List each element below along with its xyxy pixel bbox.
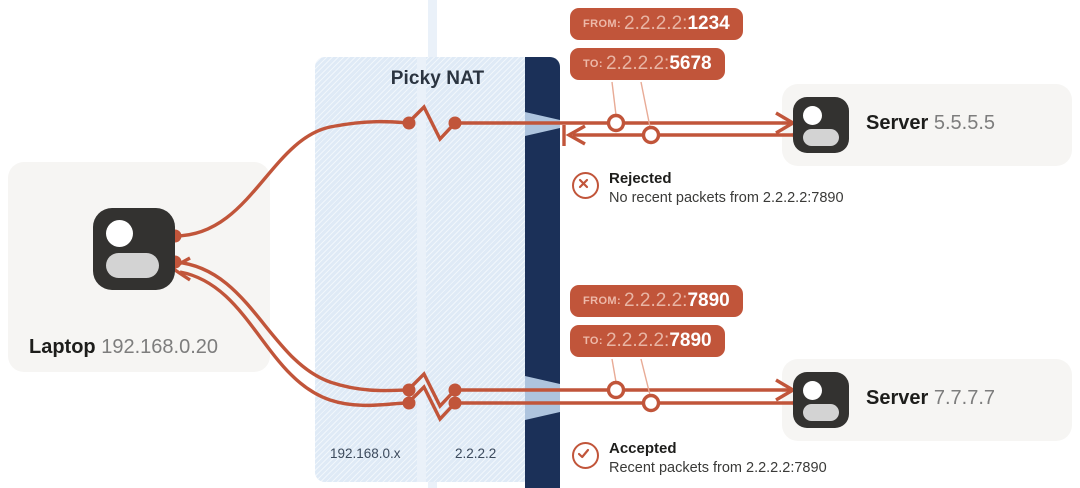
server-7777-icon-head	[803, 381, 822, 400]
server-7777-address: 7.7.7.7	[933, 387, 996, 409]
nat-outside-label: 2.2.2.2	[455, 446, 497, 461]
laptop-label: Laptop 192.168.0.20	[29, 336, 218, 359]
verdict-rejected-desc: No recent packets from 2.2.2.2:7890	[609, 190, 844, 206]
picky-nat-box	[315, 57, 560, 482]
nat-inside-label: 192.168.0.x	[330, 446, 401, 461]
packet-pill-from-7890: FROM: 2.2.2.2: 7890	[570, 285, 743, 317]
server-7777-icon-body	[803, 404, 839, 421]
packet-key: FROM:	[583, 18, 622, 30]
packet-ip: 2.2.2.2:	[624, 13, 688, 34]
x-circle-icon	[572, 172, 599, 199]
verdict-accepted-desc: Recent packets from 2.2.2.2:7890	[609, 460, 827, 476]
nat-center-guide-top	[428, 0, 437, 58]
verdict-rejected: Rejected No recent packets from 2.2.2.2:…	[572, 170, 844, 208]
packet-key: TO:	[583, 335, 603, 347]
packet-port: 5678	[669, 53, 712, 74]
server-5555-icon-head	[803, 106, 822, 125]
packet-key: FROM:	[583, 295, 622, 307]
packet-key: TO:	[583, 58, 603, 70]
verdict-rejected-title: Rejected	[609, 170, 672, 187]
server-7777-label: Server 7.7.7.7	[866, 387, 995, 410]
server-5555-label: Server 5.5.5.5	[866, 112, 995, 135]
packet-port: 7890	[669, 330, 712, 351]
packet-ip: 2.2.2.2:	[624, 290, 688, 311]
nat-zone-divider	[417, 57, 426, 482]
nat-center-guide-bottom	[428, 481, 437, 488]
server-5555-icon-body	[803, 129, 839, 146]
server-7777-name: Server	[866, 387, 929, 409]
packet-pill-from-1234: FROM: 2.2.2.2: 1234	[570, 8, 743, 40]
laptop-name: Laptop	[29, 336, 96, 358]
nat-hatch-pattern	[315, 57, 560, 482]
laptop-icon-body	[106, 253, 159, 278]
check-circle-icon	[572, 442, 599, 469]
server-5555-name: Server	[866, 112, 929, 134]
laptop-icon	[93, 208, 175, 290]
nat-firewall-wall	[525, 57, 560, 482]
verdict-accepted: Accepted Recent packets from 2.2.2.2:789…	[572, 440, 827, 478]
server-5555-address: 5.5.5.5	[933, 112, 996, 134]
packet-port: 1234	[687, 13, 730, 34]
server-5555-icon	[793, 97, 849, 153]
packet-pill-to-7890: TO: 2.2.2.2: 7890	[570, 325, 725, 357]
nat-firewall-wall-extension	[525, 466, 560, 488]
packet-ip: 2.2.2.2:	[605, 330, 670, 351]
server-7777-icon	[793, 372, 849, 428]
packet-ip: 2.2.2.2:	[605, 53, 670, 74]
nat-title: Picky NAT	[390, 68, 485, 89]
packet-port: 7890	[687, 290, 730, 311]
packet-pill-to-5678: TO: 2.2.2.2: 5678	[570, 48, 725, 80]
laptop-address: 192.168.0.20	[101, 336, 218, 358]
laptop-icon-head	[106, 220, 133, 247]
verdict-accepted-title: Accepted	[609, 440, 677, 457]
